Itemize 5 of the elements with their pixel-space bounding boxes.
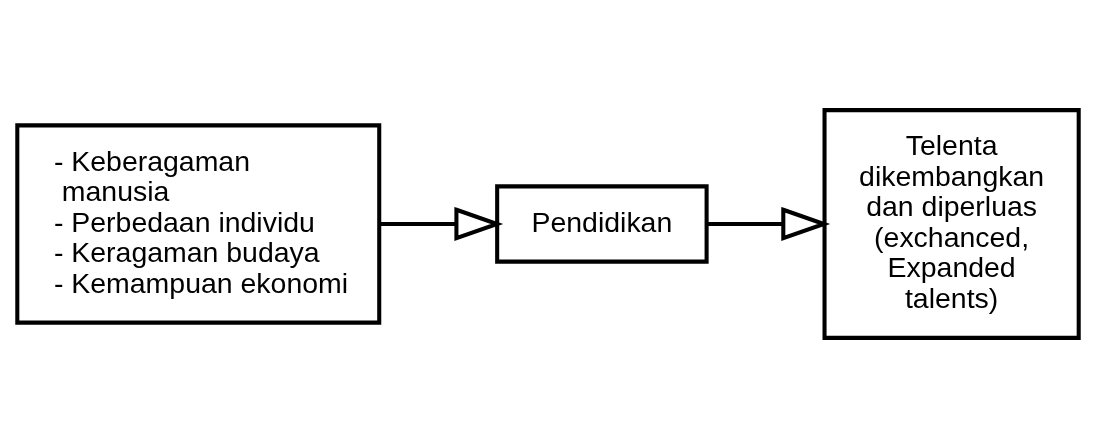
arrow — [706, 206, 831, 242]
node-box: - Keberagaman manusia - Perbedaan individu - Keragaman budaya - Kemampuan ekonomi — [15, 123, 382, 325]
node-box: Telenta dikembangkan dan diperluas (exchanced, Expanded talents) — [822, 108, 1081, 340]
node-box: Pendidikan — [495, 184, 709, 264]
arrow — [379, 206, 504, 242]
